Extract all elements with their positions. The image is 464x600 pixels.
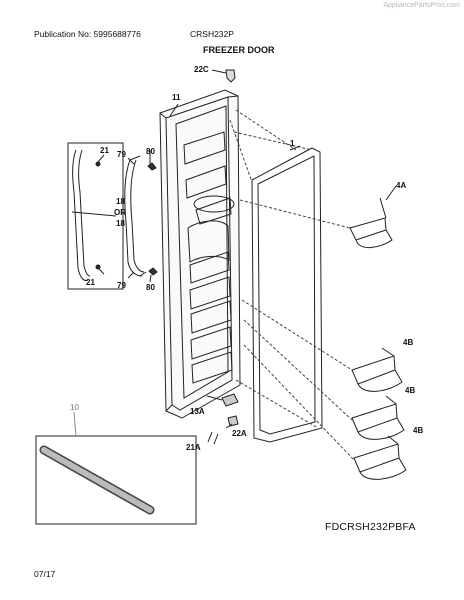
callout-80-bottom: 80 [146, 283, 155, 292]
door-gasket [251, 147, 323, 443]
callout-22a: 22A [232, 429, 247, 438]
screws-21a [207, 431, 219, 445]
roller-detail-box [35, 435, 197, 525]
callout-21-top: 21 [100, 146, 109, 155]
diagram-code: FDCRSH232PBFA [325, 521, 416, 533]
callout-79-top: 79 [117, 150, 126, 159]
callout-or: OR [114, 208, 126, 217]
callout-18-a: 18 [116, 197, 125, 206]
diagram-title: FREEZER DOOR [203, 45, 275, 55]
handle-in-box [72, 149, 89, 281]
hinge-13a [221, 393, 239, 407]
callout-21a: 21A [186, 443, 201, 452]
callout-13a: 13A [190, 407, 205, 416]
handle-standalone [124, 159, 143, 277]
cap-22c [225, 69, 236, 83]
callout-11: 11 [172, 93, 181, 102]
door-bin-4b-2 [351, 395, 405, 440]
callout-18-b: 18 [116, 219, 125, 228]
publication-number: Publication No: 5995688776 [34, 29, 141, 39]
end-cap-bottom [148, 267, 158, 276]
callout-79-bottom: 79 [117, 281, 126, 290]
callout-22c: 22C [194, 65, 209, 74]
roller-strip-10 [39, 445, 155, 515]
freezer-door-shell [159, 89, 241, 419]
footer-date: 07/17 [34, 569, 56, 579]
model-number: CRSH232P [190, 29, 234, 39]
handle-detail-box [67, 142, 124, 290]
door-bin-4b-1 [351, 347, 403, 392]
callout-80-top: 80 [146, 147, 155, 156]
part-22a [227, 415, 239, 427]
callout-1: 1 [290, 139, 295, 148]
door-bin-4a [349, 197, 393, 248]
callout-4b-2: 4B [405, 386, 415, 395]
callout-4b-3: 4B [413, 426, 423, 435]
callout-4a: 4A [396, 181, 406, 190]
callout-4b-1: 4B [403, 338, 413, 347]
callout-21-bottom: 21 [86, 278, 95, 287]
door-bin-4b-3 [353, 435, 407, 480]
screw-top [95, 161, 101, 167]
screw-bottom [95, 264, 101, 270]
watermark: AppliancePartsPros.com [383, 2, 460, 9]
end-cap-top [147, 162, 157, 171]
callout-10: 10 [70, 403, 79, 412]
